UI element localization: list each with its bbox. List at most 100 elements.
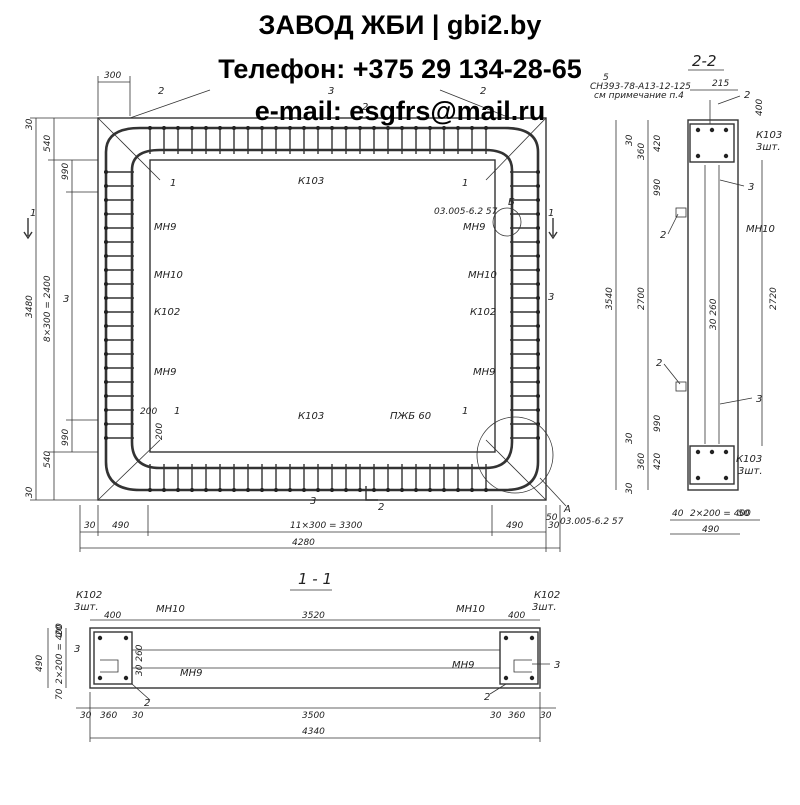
- rebar-dot: [330, 126, 334, 130]
- s11-dim-30-d: 30: [540, 711, 552, 721]
- rebar-dot: [176, 488, 180, 492]
- rebar-dot: [536, 394, 540, 398]
- rebar-dot: [274, 126, 278, 130]
- rebar-dot: [723, 475, 729, 481]
- detail-b-circle: [492, 207, 522, 237]
- s11-dim-490: 490: [35, 655, 45, 672]
- plan-rebar-outer-loop: [104, 126, 540, 492]
- plan-dim-990-top: 990: [61, 163, 71, 180]
- rebar-dot: [536, 296, 540, 300]
- leader-line: [719, 179, 745, 187]
- plan-label-mn9-right-2: МН9: [473, 367, 496, 378]
- rebar-dot: [104, 170, 108, 174]
- s11-dim-mid: 2×200 = 400: [55, 623, 65, 684]
- rebar-dot: [358, 126, 362, 130]
- s22-dim-490: 490: [702, 525, 719, 535]
- rebar-dot: [428, 488, 432, 492]
- rebar-dot: [536, 254, 540, 258]
- plan-label-200-b: 200: [155, 423, 165, 440]
- rebar-dot: [414, 488, 418, 492]
- rebar-dot: [97, 635, 103, 641]
- s11-dim-400-right: 400: [508, 611, 525, 621]
- s22-dim-2700: 2700: [637, 287, 647, 310]
- plan-pos-3-top: 3: [328, 86, 334, 97]
- rebar-dot: [260, 488, 264, 492]
- plan-dim-2400: 8×300 = 2400: [43, 275, 53, 342]
- rebar-dot: [400, 126, 404, 130]
- plan-dim-490-left: 490: [112, 521, 129, 531]
- s22-label-k103-b: К103: [736, 454, 762, 465]
- plan-corner-diagonal: [485, 117, 547, 181]
- rebar-dot: [442, 126, 446, 130]
- rebar-dot: [529, 635, 535, 641]
- plan-pos-2-c: 2: [362, 102, 368, 113]
- leader-line: [717, 95, 741, 105]
- plan-dim-540-bottom: 540: [43, 451, 53, 468]
- plan-pos-2-a: 2: [158, 86, 164, 97]
- rebar-dot: [104, 240, 108, 244]
- plan-label-200-a: 200: [140, 407, 157, 417]
- rebar-dot: [536, 408, 540, 412]
- plan-dim-50: 50: [546, 513, 558, 523]
- rebar-dot: [529, 675, 535, 681]
- plan-label-mn9-left-2: МН9: [154, 367, 177, 378]
- rebar-dot: [162, 488, 166, 492]
- plan-view: 300 4280 11×300 = 3300 490 490 30 30 348…: [23, 71, 691, 552]
- s22-label-k103-a: К103: [756, 130, 782, 141]
- plan-label-k102-right: К102: [470, 307, 496, 318]
- section-1-1-hook-right: [513, 659, 532, 673]
- plan-stirrups-bottom: [148, 464, 488, 492]
- plan-inner-opening: [149, 159, 496, 453]
- rebar-dot: [104, 212, 108, 216]
- rebar-dot: [344, 126, 348, 130]
- s22-dim-50: 50: [738, 509, 750, 519]
- leader-line: [667, 213, 679, 235]
- rebar-dot: [148, 126, 152, 130]
- rebar-dot: [372, 126, 376, 130]
- rebar-dot: [302, 126, 306, 130]
- rebar-dot: [288, 488, 292, 492]
- rebar-dot: [104, 184, 108, 188]
- plan-dim-30-left: 30: [84, 521, 96, 531]
- plan-label-mn10-left: МН10: [154, 270, 183, 281]
- s11-label-mn9-right: МН9: [452, 660, 475, 671]
- rebar-dot: [104, 436, 108, 440]
- rebar-dot: [274, 488, 278, 492]
- rebar-dot: [204, 126, 208, 130]
- plan-dim-30-right: 30: [548, 521, 560, 531]
- rebar-dot: [723, 449, 729, 455]
- rebar-dot: [104, 296, 108, 300]
- s11-dim-30-b: 30: [132, 711, 144, 721]
- section-1-1-hook-left: [100, 659, 119, 673]
- rebar-dot: [414, 126, 418, 130]
- rebar-dot: [316, 126, 320, 130]
- s22-dim-mid: 2×200 = 400: [690, 509, 751, 519]
- plan-label-pzhb60: ПЖБ 60: [390, 411, 431, 422]
- rebar-dot: [330, 488, 334, 492]
- rebar-dot: [536, 380, 540, 384]
- s22-pos-3-b: 3: [756, 394, 762, 405]
- plan-corner-diagonal: [97, 439, 161, 501]
- header-email: e-mail: esgfrs@mail.ru: [254, 96, 546, 126]
- rebar-dot: [400, 488, 404, 492]
- section-1-1: 1 - 1 К102 3шт. К102 3шт. 400 400 МН10 М…: [35, 570, 560, 742]
- plan-dim-3300: 11×300 = 3300: [290, 521, 363, 531]
- plan-dim-990-bottom: 990: [61, 429, 71, 446]
- section-2-2-top-cage: [689, 123, 735, 163]
- plan-label-mn9-left-1: МН9: [154, 222, 177, 233]
- s11-label-3sht-left: 3шт.: [74, 602, 99, 613]
- s11-dim-400-left: 400: [104, 611, 121, 621]
- rebar-dot: [536, 226, 540, 230]
- s11-label-k102-right: К102: [534, 590, 560, 601]
- s11-label-d260: 30 260: [135, 644, 145, 676]
- rebar-dot: [162, 126, 166, 130]
- plan-pos-3-left: 3: [63, 294, 69, 305]
- plan-pos-1-d: 1: [462, 406, 468, 417]
- s22-dim-215: 215: [712, 79, 729, 89]
- rebar-dot: [536, 366, 540, 370]
- rebar-dot: [386, 488, 390, 492]
- s22-dim-360-b: 360: [637, 453, 647, 470]
- rebar-dot: [176, 126, 180, 130]
- rebar-dot: [232, 488, 236, 492]
